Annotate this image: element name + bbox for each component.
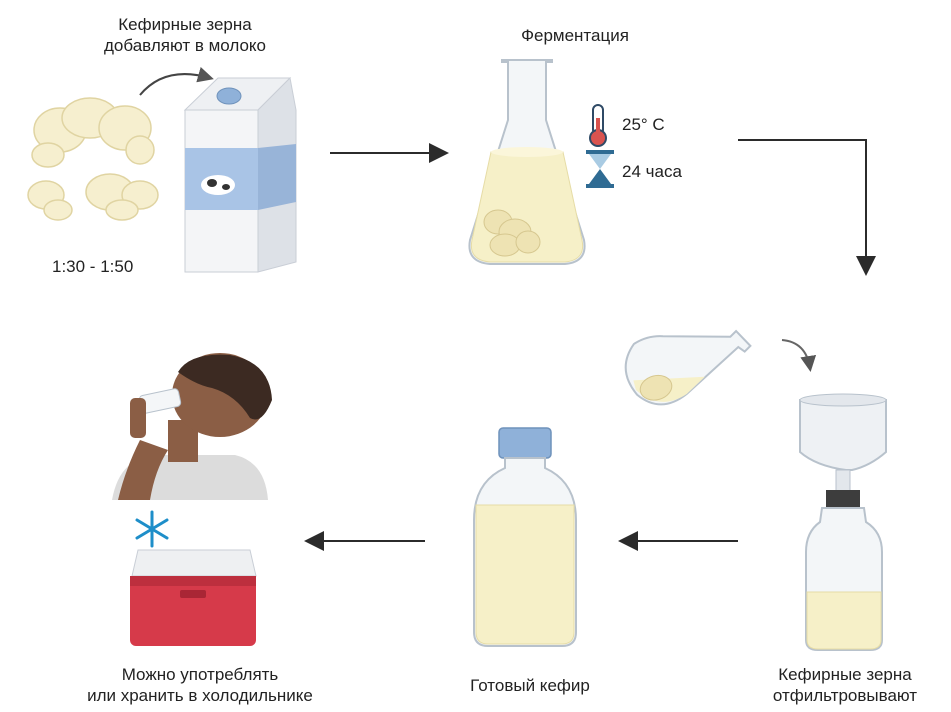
person-drinking-icon [112, 353, 272, 500]
milk-carton-icon [183, 76, 297, 273]
filter-line1: Кефирные зерна [778, 665, 912, 684]
consume-line2: или хранить в холодильнике [87, 686, 313, 705]
add-grains-line2: добавляют в молоко [104, 36, 266, 55]
ready-kefir-label: Готовый кефир [470, 676, 590, 695]
cooler-icon [130, 549, 257, 646]
duration-label: 24 часа [622, 162, 682, 181]
tilted-flask-icon [624, 329, 752, 406]
curved-arrow-icon [781, 339, 817, 372]
consume-label: Можно употреблять или хранить в холодиль… [40, 664, 360, 706]
hourglass-icon [586, 150, 614, 188]
ratio-label: 1:30 - 1:50 [52, 257, 134, 276]
arrow-icon [738, 139, 876, 276]
curved-arrow-icon [139, 66, 214, 96]
consume-line1: Можно употреблять [121, 665, 279, 684]
filter-line2: отфильтровывают [772, 686, 918, 705]
funnel-bottle-icon [799, 393, 887, 651]
temperature-label: 25° C [622, 115, 665, 134]
add-grains-line1: Кефирные зерна [118, 15, 252, 34]
add-grains-label: Кефирные зерна добавляют в молоко [70, 14, 300, 56]
filter-label: Кефирные зерна отфильтровывают [740, 664, 950, 706]
flask-icon [468, 59, 586, 265]
fermentation-title: Ферментация [521, 26, 629, 45]
kefir-bottle-icon [473, 427, 577, 647]
snowflake-icon [135, 510, 169, 548]
thermometer-icon [589, 104, 607, 147]
kefir-grains-icon [27, 97, 159, 221]
